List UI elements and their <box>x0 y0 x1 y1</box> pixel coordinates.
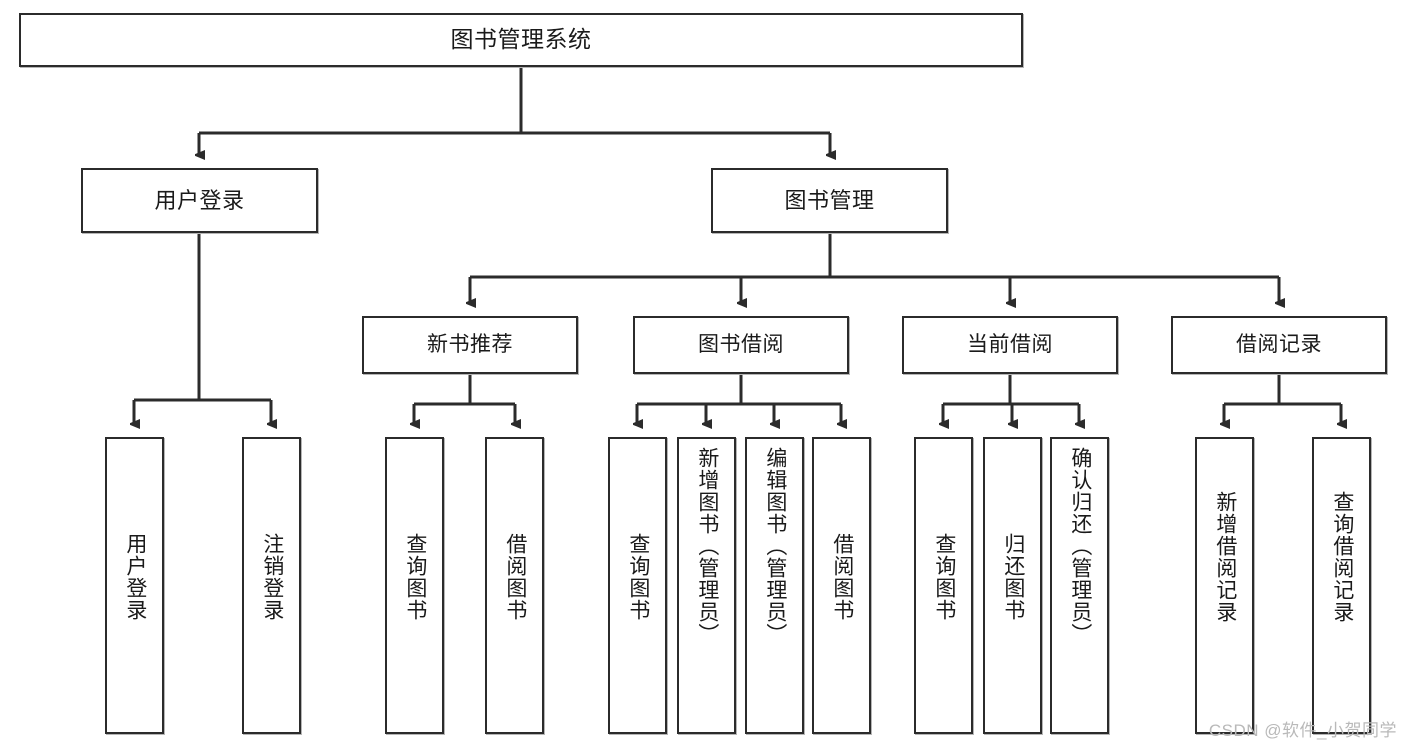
node-label: 查询图书 <box>626 533 650 621</box>
node-label: 确认归还（管理员） <box>1068 447 1092 645</box>
node-label: 编辑图书（管理员） <box>763 447 787 645</box>
leaf-book-borrow-query[interactable]: 查询图书 <box>608 437 667 734</box>
leaf-borrow-record-query[interactable]: 查询借阅记录 <box>1312 437 1371 734</box>
node-borrow-record[interactable]: 借阅记录 <box>1171 316 1387 374</box>
node-label: 图书管理 <box>784 187 875 213</box>
leaf-new-book-borrow[interactable]: 借阅图书 <box>485 437 544 734</box>
node-label: 查询图书 <box>403 533 427 621</box>
node-new-book-recommend[interactable]: 新书推荐 <box>362 316 578 374</box>
node-label: 注销登录 <box>260 533 284 621</box>
node-label: 新增图书（管理员） <box>695 447 719 645</box>
node-label: 归还图书 <box>1001 533 1025 621</box>
leaf-current-borrow-query[interactable]: 查询图书 <box>914 437 973 734</box>
leaf-user-login-logout[interactable]: 注销登录 <box>242 437 301 734</box>
node-label: 新增借阅记录 <box>1213 491 1237 623</box>
node-label: 图书管理系统 <box>450 26 592 53</box>
node-root-system[interactable]: 图书管理系统 <box>19 13 1023 67</box>
node-label: 用户登录 <box>123 533 147 621</box>
leaf-book-borrow-add[interactable]: 新增图书（管理员） <box>677 437 736 734</box>
node-book-borrow[interactable]: 图书借阅 <box>633 316 849 374</box>
node-label: 借阅图书 <box>503 533 527 621</box>
leaf-new-book-query[interactable]: 查询图书 <box>385 437 444 734</box>
node-label: 当前借阅 <box>967 332 1053 356</box>
leaf-current-borrow-return[interactable]: 归还图书 <box>983 437 1042 734</box>
node-label: 借阅记录 <box>1236 332 1322 356</box>
node-book-management[interactable]: 图书管理 <box>711 168 948 233</box>
node-label: 查询借阅记录 <box>1330 491 1354 623</box>
node-label: 新书推荐 <box>427 332 513 356</box>
leaf-user-login-login[interactable]: 用户登录 <box>105 437 164 734</box>
csdn-watermark: CSDN @软件_小贺同学 <box>1208 721 1397 740</box>
node-label: 图书借阅 <box>698 332 784 356</box>
node-user-login[interactable]: 用户登录 <box>81 168 318 233</box>
leaf-book-borrow-borrow[interactable]: 借阅图书 <box>812 437 871 734</box>
leaf-borrow-record-add[interactable]: 新增借阅记录 <box>1195 437 1254 734</box>
node-label: 用户登录 <box>154 187 245 213</box>
leaf-book-borrow-edit[interactable]: 编辑图书（管理员） <box>745 437 804 734</box>
node-current-borrow[interactable]: 当前借阅 <box>902 316 1118 374</box>
node-label: 借阅图书 <box>830 533 854 621</box>
node-label: 查询图书 <box>932 533 956 621</box>
leaf-current-borrow-confirm-return[interactable]: 确认归还（管理员） <box>1050 437 1109 734</box>
